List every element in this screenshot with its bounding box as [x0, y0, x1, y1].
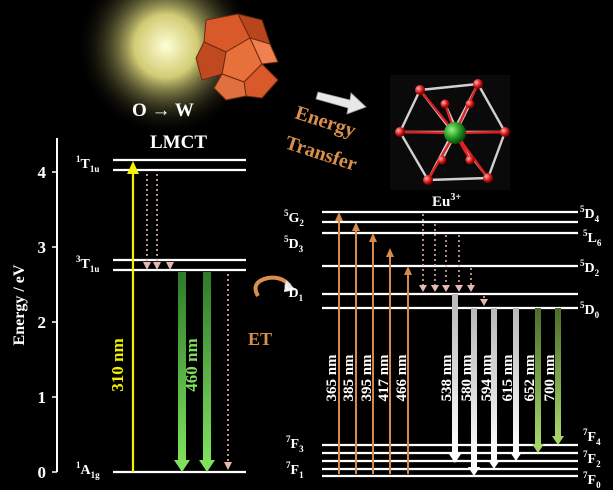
energy-axis: 0 1 2 3 4 Energy / eV	[11, 138, 58, 482]
label-1a1g: 1A1g	[76, 460, 100, 480]
et-label: ET	[248, 329, 272, 349]
label-310nm: 310 nm	[108, 338, 127, 391]
label-7f4: 7F4	[583, 427, 601, 447]
eu-emission-label: 538 nm	[439, 354, 455, 402]
eu-excitation-arrowhead	[369, 233, 377, 242]
eu-relaxation-arrows	[422, 214, 485, 300]
host-relaxation-arrows	[146, 174, 229, 462]
host-relaxation-arrowheads	[143, 262, 232, 470]
eu-emission-arrowhead	[552, 436, 564, 445]
label-5l6: 5L6	[583, 228, 602, 248]
axis-tick-label: 1	[38, 388, 47, 407]
eu-emission-arrow	[555, 308, 561, 437]
eu-excitation-label: 395 nm	[359, 354, 375, 402]
eu-emission-label: 615 nm	[500, 354, 516, 402]
eu-emission-arrowhead	[468, 467, 480, 476]
eu-ion-label: Eu3+	[432, 192, 461, 210]
label-5d2: 5D2	[580, 258, 600, 278]
eu-excitation-label: 417 nm	[376, 354, 392, 402]
axis-tick-label: 3	[38, 238, 47, 257]
o-to-w-label: O → W	[132, 100, 194, 121]
eu-levels	[322, 210, 578, 478]
eu-relaxation-arrowheads	[419, 285, 488, 306]
eu-emission-arrows	[449, 294, 564, 476]
eu-excitation-label: 385 nm	[341, 354, 357, 402]
eu-emission-arrow	[452, 294, 458, 455]
eu-excitation-label: 466 nm	[394, 354, 410, 402]
emission-arrows-460	[174, 272, 215, 472]
label-7f3: 7F3	[286, 434, 304, 454]
axis-tick-label: 2	[38, 313, 47, 332]
axis-label: Energy / eV	[11, 264, 28, 345]
eu-emission-arrowhead	[449, 454, 461, 463]
eu-emission-arrow	[535, 308, 541, 445]
lmct-label: LMCT	[150, 132, 207, 153]
eu-excitation-arrowhead	[335, 212, 343, 221]
eu-excitation-arrowhead	[386, 248, 394, 257]
label-3t1u: 3T1u	[76, 254, 99, 274]
eu-excitation-arrowhead	[352, 222, 360, 231]
label-460nm: 460 nm	[182, 338, 201, 391]
polyoxometalate-cluster-icon	[195, 13, 279, 101]
label-5d0: 5D0	[580, 300, 600, 320]
eu-emission-label: 700 nm	[542, 354, 558, 402]
label-5d1: 5D1	[284, 283, 304, 303]
eu-emission-arrowhead	[488, 460, 500, 469]
curved-et-arrow-icon	[253, 275, 296, 297]
label-1t1u: 1T1u	[76, 154, 99, 174]
label-7f2: 7F2	[583, 449, 601, 469]
eu-emission-arrow	[491, 308, 497, 461]
eu-emission-label: 594 nm	[479, 354, 495, 402]
eu-emission-arrow	[513, 308, 519, 453]
excitation-arrow-310	[127, 161, 139, 472]
eu-coordination-cluster-icon	[390, 75, 510, 190]
eu-excitation-arrows	[335, 212, 412, 474]
eu-excitation-arrowhead	[404, 266, 412, 275]
label-5d4: 5D4	[580, 204, 600, 224]
eu-emission-arrowhead	[510, 452, 522, 461]
axis-tick-label: 0	[38, 463, 47, 482]
eu-emission-arrowhead	[532, 444, 544, 453]
label-5g2: 5G2	[284, 208, 304, 228]
eu-emission-label: 652 nm	[522, 354, 538, 402]
eu-excitation-label: 365 nm	[324, 354, 340, 402]
label-7f1: 7F1	[286, 460, 304, 480]
label-7f0: 7F0	[583, 470, 601, 490]
axis-tick-label: 4	[38, 163, 47, 182]
eu-emission-label: 580 nm	[459, 354, 475, 402]
eu-emission-arrow	[471, 308, 477, 468]
label-5d3: 5D3	[284, 234, 304, 254]
white-arrow-icon	[315, 91, 367, 115]
